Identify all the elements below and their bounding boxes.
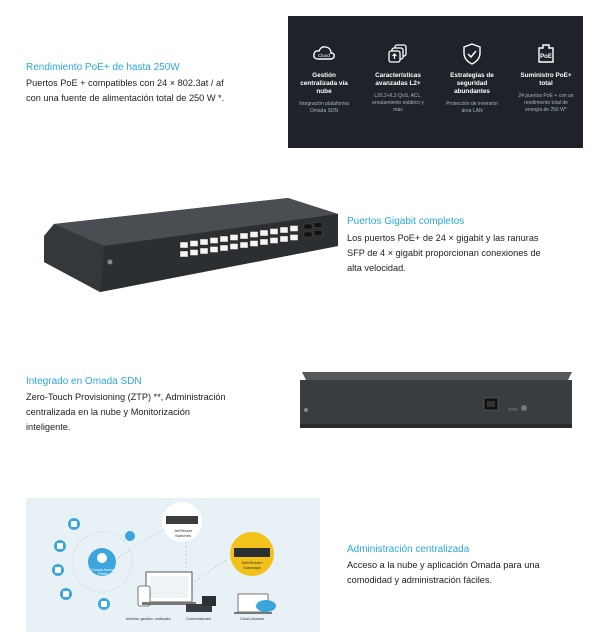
controller-label: Controladores bbox=[186, 616, 212, 621]
section3-text: Zero-Touch Provisioning (ZTP) **, Admini… bbox=[26, 390, 226, 435]
poe-icon: PoE bbox=[538, 44, 554, 63]
cloud-label: Cloud Access bbox=[240, 616, 265, 621]
feature-poe: PoE Suministro PoE+total 24 puertos PoE … bbox=[512, 42, 580, 114]
gateway-label: SafeStream Gateways bbox=[241, 560, 263, 570]
section4-line1: Acceso a la nube y aplicación Omada para… bbox=[347, 560, 540, 570]
section2-line1: Los puertos PoE+ de 24 × gigabit y las r… bbox=[347, 233, 539, 243]
switch-front-image bbox=[44, 198, 338, 292]
svg-text:Cloud: Cloud bbox=[318, 53, 330, 58]
ui-label: Interfaz gestión unificada bbox=[126, 616, 171, 621]
section2-title: Puertos Gigabit completos bbox=[347, 216, 465, 227]
section3-line2: centralizada en la nube y Monitorización bbox=[26, 407, 190, 417]
section1-text: Puertos PoE + compatibles con 24 × 802.3… bbox=[26, 76, 224, 106]
section1-line1: Puertos PoE + compatibles con 24 × 802.3… bbox=[26, 78, 224, 88]
section3-title: Integrado en Omada SDN bbox=[26, 376, 142, 387]
switch-label: JetStream Switches bbox=[173, 528, 193, 538]
section3-line3: inteligente. bbox=[26, 422, 71, 432]
section1-line2: con una fuente de alimentación total de … bbox=[26, 93, 225, 103]
switch-back-image bbox=[300, 372, 572, 428]
omada-diagram: Omada Access Points JetStream Switches S… bbox=[26, 498, 320, 632]
layers-icon bbox=[388, 44, 407, 63]
section2-line3: alta velocidad. bbox=[347, 263, 406, 273]
section2-text: Los puertos PoE+ de 24 × gigabit y las r… bbox=[347, 231, 541, 276]
section3-line1: Zero-Touch Provisioning (ZTP) **, Admini… bbox=[26, 392, 226, 402]
section4-text: Acceso a la nube y aplicación Omada para… bbox=[347, 558, 540, 588]
shield-icon bbox=[463, 43, 481, 65]
ap-center-label: Omada Access Points bbox=[90, 568, 116, 576]
section1-title: Rendimiento PoE+ de hasta 250W bbox=[26, 62, 180, 73]
section4-title: Administración centralizada bbox=[347, 544, 470, 555]
cloud-icon: Cloud bbox=[313, 46, 335, 60]
section2-line2: SFP de 4 × gigabit proporcionan conexion… bbox=[347, 248, 541, 258]
section4-line2: comodidad y administración fáciles. bbox=[347, 575, 493, 585]
svg-text:PoE: PoE bbox=[540, 54, 552, 60]
diagram-graphics bbox=[52, 502, 276, 614]
